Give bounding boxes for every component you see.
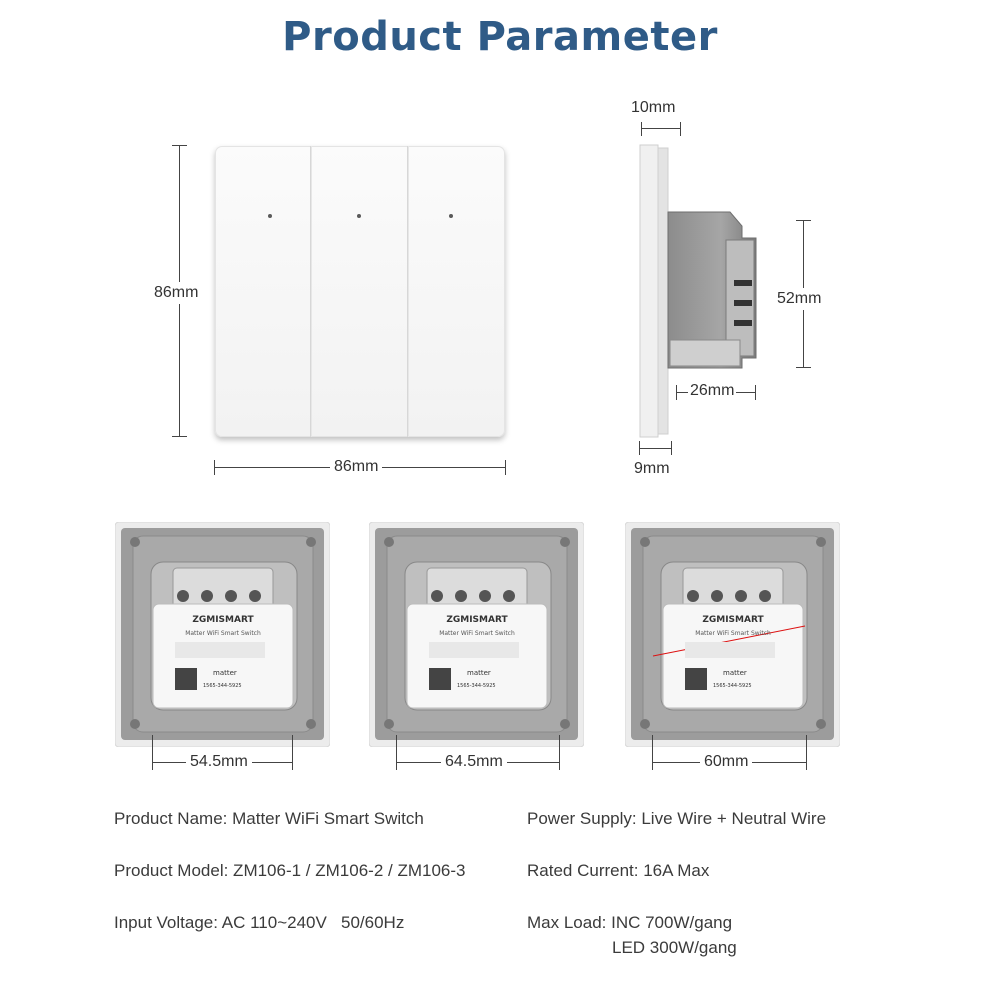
- indicator-led: [268, 214, 272, 218]
- side-top-dimension-line: [641, 128, 681, 129]
- label-brand-text: ZGMISMART: [192, 615, 254, 625]
- width-dimension-cap-right: [505, 460, 506, 475]
- spec-max-load: Max Load: INC 700W/gang: [527, 913, 733, 932]
- label-brand-text: ZGMISMART: [702, 615, 764, 625]
- spec-product-name: Product Name: Matter WiFi Smart Switch: [114, 809, 424, 828]
- side-depth-label: 26mm: [688, 382, 737, 400]
- side-top-cap-right: [680, 122, 681, 136]
- height-dimension-cap-top: [172, 145, 187, 146]
- back2-cap-right: [559, 735, 560, 770]
- label-matter-text: matter: [723, 669, 747, 677]
- back3-width-label: 60mm: [700, 753, 753, 771]
- switch-back-illustration: ZGMISMART Matter WiFi Smart Switch matte…: [369, 522, 584, 747]
- switch-front-panel: [215, 146, 505, 437]
- label-code-text: 1565-344-5925: [203, 683, 242, 689]
- front-height-label: 86mm: [154, 282, 199, 304]
- gang-divider: [407, 146, 409, 437]
- back2-cap-left: [396, 735, 397, 770]
- gang-divider: [310, 146, 312, 437]
- back1-width-label: 54.5mm: [186, 753, 252, 771]
- side-depth-cap-right: [755, 385, 756, 400]
- spec-power-supply: Power Supply: Live Wire + Neutral Wire: [527, 809, 827, 828]
- switch-back-illustration: ZGMISMART Matter WiFi Smart Switch matte…: [115, 522, 330, 747]
- label-matter-text: matter: [467, 669, 491, 677]
- side-height-cap-top: [796, 220, 811, 221]
- label-code-text: 1565-344-5925: [713, 683, 752, 689]
- side-depth-cap-left: [676, 385, 677, 400]
- back3-cap-right: [806, 735, 807, 770]
- side-height-cap-bottom: [796, 367, 811, 368]
- switch-back-illustration: ZGMISMART Matter WiFi Smart Switch matte…: [625, 522, 840, 747]
- side-top-label: 10mm: [631, 99, 676, 116]
- back3-cap-left: [652, 735, 653, 770]
- side-bottom-cap-right: [671, 441, 672, 455]
- back1-cap-left: [152, 735, 153, 770]
- label-brand-text: ZGMISMART: [446, 615, 508, 625]
- spec-rated-current: Rated Current: 16A Max: [527, 861, 710, 880]
- label-product-text: Matter WiFi Smart Switch: [439, 630, 515, 637]
- label-product-text: Matter WiFi Smart Switch: [185, 630, 261, 637]
- height-dimension-cap-bottom: [172, 436, 187, 437]
- side-top-cap-left: [641, 122, 642, 136]
- front-width-label: 86mm: [330, 458, 383, 476]
- indicator-led: [449, 214, 453, 218]
- spec-max-load-led: LED 300W/gang: [612, 938, 737, 957]
- side-bottom-dimension-line: [639, 448, 672, 449]
- spec-input-voltage: Input Voltage: AC 110~240V 50/60Hz: [114, 913, 405, 932]
- page-title: Product Parameter: [282, 14, 718, 60]
- spec-product-model: Product Model: ZM106-1 / ZM106-2 / ZM106…: [114, 861, 466, 880]
- side-bottom-label: 9mm: [634, 460, 670, 477]
- label-code-text: 1565-344-5925: [457, 683, 496, 689]
- label-matter-text: matter: [213, 669, 237, 677]
- side-bottom-cap-left: [639, 441, 640, 455]
- back2-width-label: 64.5mm: [441, 753, 507, 771]
- side-height-label: 52mm: [777, 288, 822, 310]
- indicator-led: [357, 214, 361, 218]
- width-dimension-cap-left: [214, 460, 215, 475]
- label-product-text: Matter WiFi Smart Switch: [695, 630, 771, 637]
- switch-side-illustration: [639, 144, 757, 438]
- back1-cap-right: [292, 735, 293, 770]
